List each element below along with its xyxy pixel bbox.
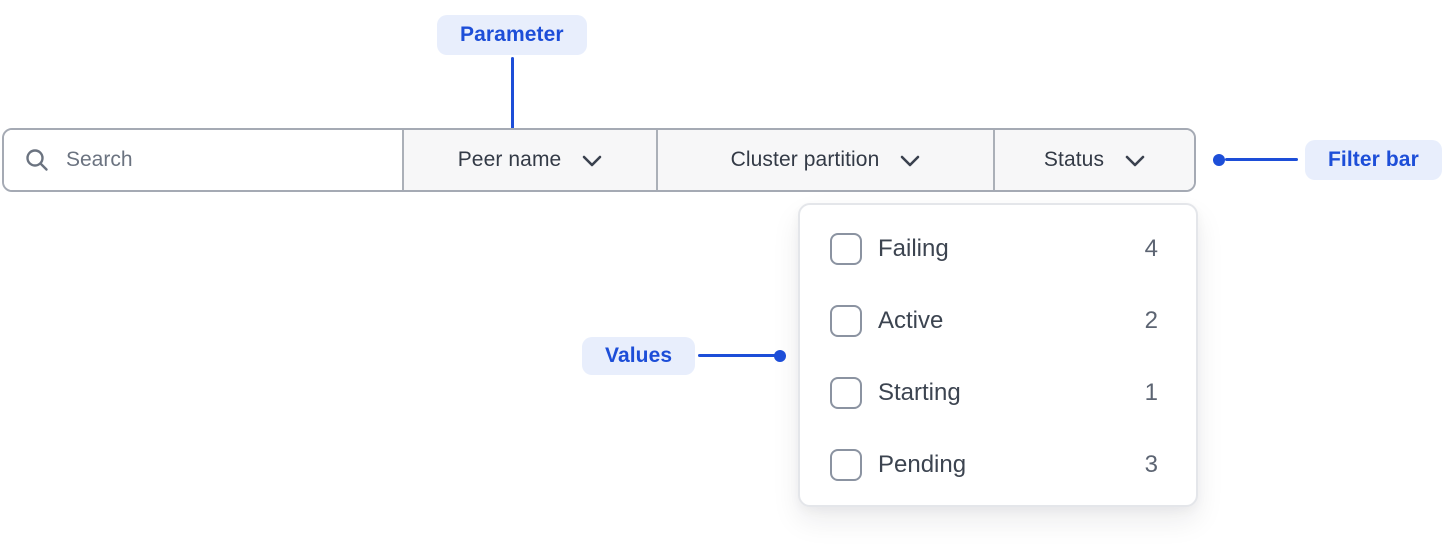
option-label: Failing — [878, 235, 949, 262]
search-section — [4, 130, 402, 190]
checkbox-pending[interactable] — [830, 449, 862, 481]
checkbox-failing[interactable] — [830, 233, 862, 265]
annotation-filter-bar-pill: Filter bar — [1305, 140, 1442, 180]
search-input[interactable] — [66, 148, 382, 172]
option-count: 2 — [1144, 307, 1158, 334]
option-label: Starting — [878, 379, 961, 406]
filter-bar-connector-dot — [1213, 154, 1225, 166]
dropdown-label-status: Status — [1043, 148, 1105, 171]
chevron-down-icon — [1125, 155, 1145, 167]
option-count: 3 — [1144, 451, 1158, 478]
dropdown-option-failing[interactable]: Failing 4 — [800, 213, 1196, 285]
dropdown-label-cluster-partition: Cluster partition — [730, 148, 880, 171]
dropdown-option-starting[interactable]: Starting 1 — [800, 357, 1196, 429]
annotation-parameter-pill: Parameter — [437, 15, 587, 55]
annotation-values-pill: Values — [582, 337, 696, 375]
chevron-down-icon — [582, 155, 602, 167]
filter-dropdown-status[interactable]: Status — [993, 130, 1194, 190]
checkbox-active[interactable] — [830, 305, 862, 337]
chevron-down-icon — [900, 155, 920, 167]
option-label: Pending — [878, 451, 967, 478]
dropdown-option-pending[interactable]: Pending 3 — [800, 429, 1196, 501]
values-connector-dot — [774, 350, 786, 362]
filter-bar-connector-line — [1225, 158, 1298, 161]
option-count: 4 — [1144, 235, 1158, 262]
status-dropdown-panel: Failing 4 Active 2 Starting 1 Pending 3 — [798, 203, 1198, 507]
search-icon — [24, 147, 50, 173]
option-count: 1 — [1144, 379, 1158, 406]
parameter-connector-line — [511, 57, 514, 139]
checkbox-starting[interactable] — [830, 377, 862, 409]
dropdown-option-active[interactable]: Active 2 — [800, 285, 1196, 357]
option-label: Active — [878, 307, 944, 334]
dropdown-label-peer-name: Peer name — [457, 148, 562, 171]
values-connector-line — [698, 354, 776, 357]
filter-dropdown-cluster-partition[interactable]: Cluster partition — [656, 130, 993, 190]
filter-bar: Peer name Cluster partition Status — [2, 128, 1196, 192]
filter-dropdown-peer-name[interactable]: Peer name — [402, 130, 656, 190]
